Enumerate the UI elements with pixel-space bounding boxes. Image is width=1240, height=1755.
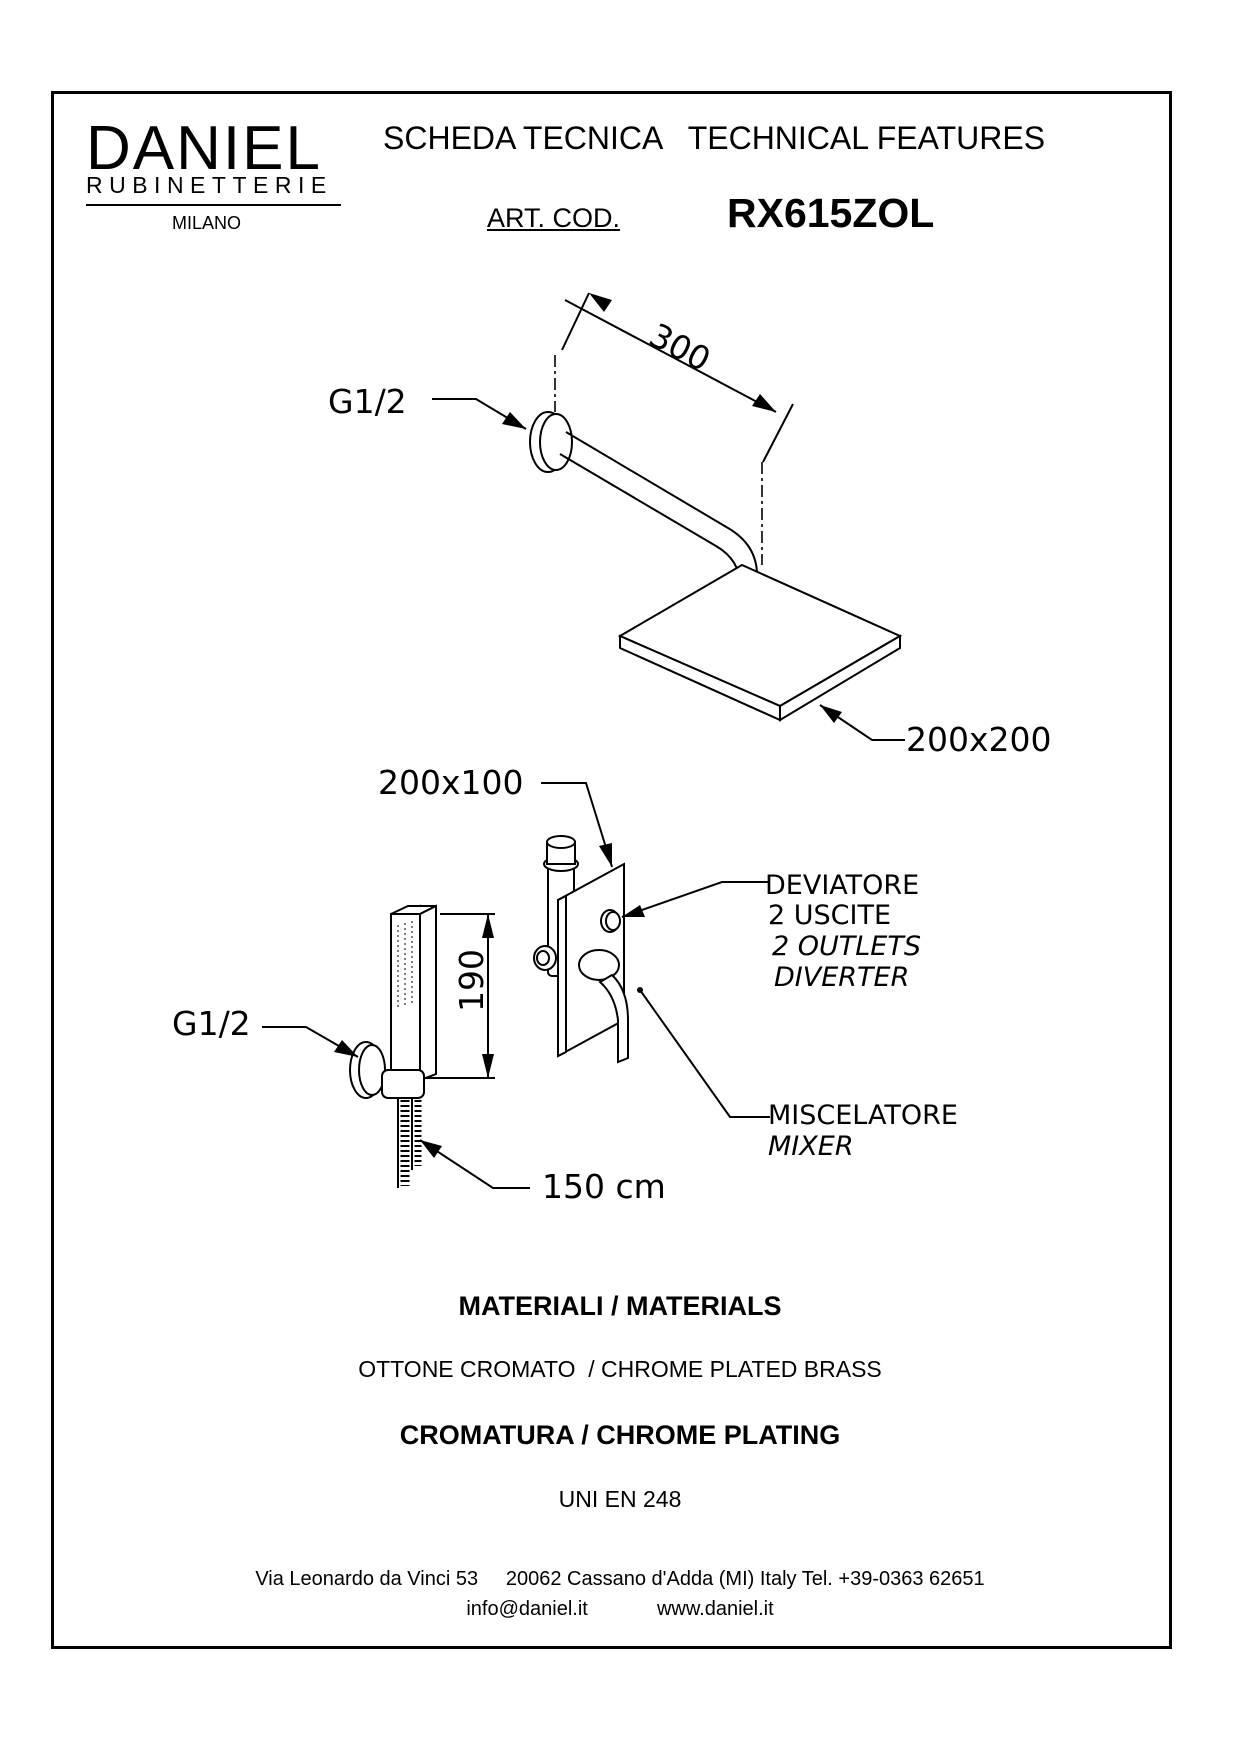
footer-contact: info@daniel.it www.daniel.it xyxy=(0,1598,1240,1621)
hose-length-leader xyxy=(419,1139,530,1189)
hand-shower xyxy=(349,904,437,1188)
plating-title: CROMATURA / CHROME PLATING xyxy=(399,1420,841,1450)
brand-city: MILANO xyxy=(172,213,242,233)
mixer-plate xyxy=(557,862,629,1064)
diverter-label-outlets-en: 2 OUTLETS xyxy=(772,931,922,962)
footer-email[interactable]: info@daniel.it xyxy=(466,1598,588,1620)
head-size-label: 200x200 xyxy=(906,720,1052,759)
arm-thread-leader xyxy=(432,398,527,430)
materials-title: MATERIALI / MATERIALS xyxy=(458,1291,782,1321)
hand-height-label: 190 xyxy=(452,949,491,1012)
diverter-leader xyxy=(621,881,768,918)
hand-thread-leader xyxy=(262,1026,359,1058)
hand-thread-label: G1/2 xyxy=(172,1004,251,1043)
footer-address: Via Leonardo da Vinci 53 20062 Cassano d… xyxy=(255,1568,985,1590)
hose-length-label: 150 cm xyxy=(542,1167,666,1206)
footer-website[interactable]: www.daniel.it xyxy=(656,1598,774,1620)
arm-thread-label: G1/2 xyxy=(328,382,407,421)
mixer-label-it: MISCELATORE xyxy=(768,1100,958,1131)
diverter-label-outlets-it: 2 USCITE xyxy=(768,900,892,931)
hand-height-dimension xyxy=(424,913,495,1079)
diverter-label-en: DIVERTER xyxy=(774,962,910,993)
head-size-leader xyxy=(819,704,905,741)
plate-size-label: 200x100 xyxy=(378,763,524,802)
diverter-label-it: DEVIATORE xyxy=(765,870,920,901)
brand-logo: DANIEL xyxy=(86,114,322,183)
plate-size-leader xyxy=(541,782,613,868)
mixer-leader xyxy=(637,987,770,1118)
plating-text: UNI EN 248 xyxy=(558,1486,682,1512)
brand-rule xyxy=(86,204,341,206)
sheet-title: SCHEDA TECNICA TECHNICAL FEATURES xyxy=(383,120,1046,156)
page-frame xyxy=(51,91,1172,1649)
article-code: RX615ZOL xyxy=(727,190,935,236)
arm-length-dimension xyxy=(554,292,794,565)
article-code-label: ART. COD. xyxy=(487,203,621,233)
materials-text: OTTONE CROMATO / CHROME PLATED BRASS xyxy=(358,1356,882,1382)
mixer-label-en: MIXER xyxy=(768,1131,854,1162)
brand-subtitle: RUBINETTERIE xyxy=(86,172,333,198)
shower-head xyxy=(617,563,903,722)
